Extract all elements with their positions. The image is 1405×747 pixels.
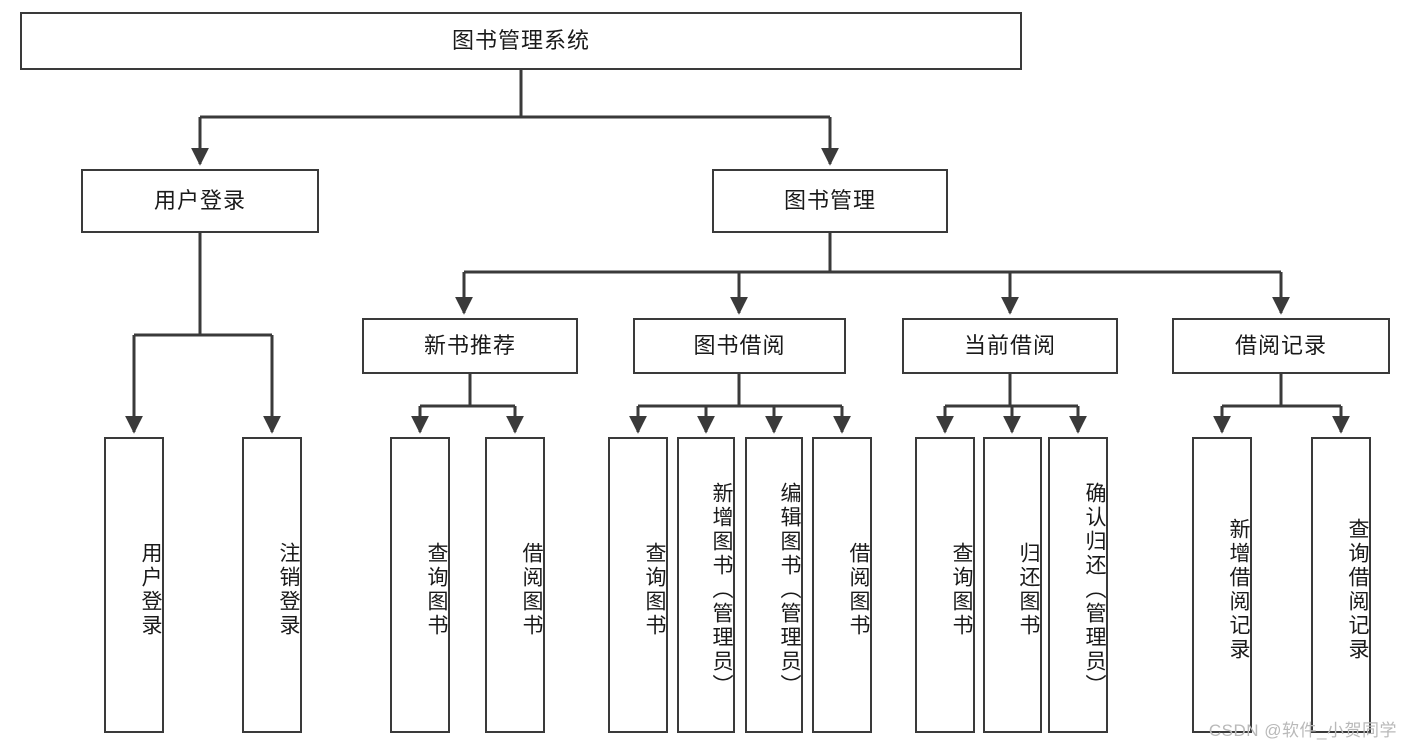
node-label: 新书推荐 — [423, 333, 516, 359]
node-label: 借阅记录 — [1234, 333, 1327, 359]
watermark: CSDN @软件_小贺同学 — [1208, 721, 1397, 740]
leaf-query-book-recommend[interactable]: 查询图书 — [390, 437, 450, 733]
leaf-query-book-borrow[interactable]: 查询图书 — [608, 437, 668, 733]
node-root[interactable]: 图书管理系统 — [20, 12, 1022, 70]
node-label: 归还图书 — [1017, 542, 1040, 638]
leaf-add-borrow-record[interactable]: 新增借阅记录 — [1192, 437, 1252, 733]
node-borrow-record[interactable]: 借阅记录 — [1172, 318, 1390, 374]
node-label: 查询图书 — [643, 542, 666, 638]
leaf-borrow-book[interactable]: 借阅图书 — [812, 437, 872, 733]
node-label: 图书管理 — [783, 188, 876, 214]
leaf-query-borrow-record[interactable]: 查询借阅记录 — [1311, 437, 1371, 733]
node-current-borrow[interactable]: 当前借阅 — [902, 318, 1118, 374]
node-book-borrow[interactable]: 图书借阅 — [633, 318, 846, 374]
node-user-login[interactable]: 用户登录 — [81, 169, 319, 233]
node-label: 编辑图书（管理员） — [778, 482, 801, 698]
leaf-confirm-return-admin[interactable]: 确认归还（管理员） — [1048, 437, 1108, 733]
node-label: 图书借阅 — [693, 333, 786, 359]
leaf-user-login[interactable]: 用户登录 — [104, 437, 164, 733]
leaf-add-book-admin[interactable]: 新增图书（管理员） — [677, 437, 735, 733]
node-new-book-recommend[interactable]: 新书推荐 — [362, 318, 578, 374]
node-label: 新增借阅记录 — [1227, 518, 1250, 662]
leaf-user-logout[interactable]: 注销登录 — [242, 437, 302, 733]
node-label: 查询图书 — [425, 542, 448, 638]
node-label: 新增图书（管理员） — [710, 482, 733, 698]
leaf-return-book[interactable]: 归还图书 — [983, 437, 1042, 733]
node-label: 图书管理系统 — [451, 28, 590, 54]
node-book-management[interactable]: 图书管理 — [712, 169, 948, 233]
node-label: 注销登录 — [277, 542, 300, 638]
node-label: 确认归还（管理员） — [1083, 482, 1106, 698]
node-label: 用户登录 — [139, 542, 162, 638]
node-label: 借阅图书 — [847, 542, 870, 638]
node-label: 用户登录 — [153, 188, 246, 214]
node-label: 当前借阅 — [963, 333, 1056, 359]
node-label: 借阅图书 — [520, 542, 543, 638]
leaf-edit-book-admin[interactable]: 编辑图书（管理员） — [745, 437, 803, 733]
node-label: 查询借阅记录 — [1346, 518, 1369, 662]
leaf-borrow-book-recommend[interactable]: 借阅图书 — [485, 437, 545, 733]
leaf-query-book-current[interactable]: 查询图书 — [915, 437, 975, 733]
node-label: 查询图书 — [950, 542, 973, 638]
